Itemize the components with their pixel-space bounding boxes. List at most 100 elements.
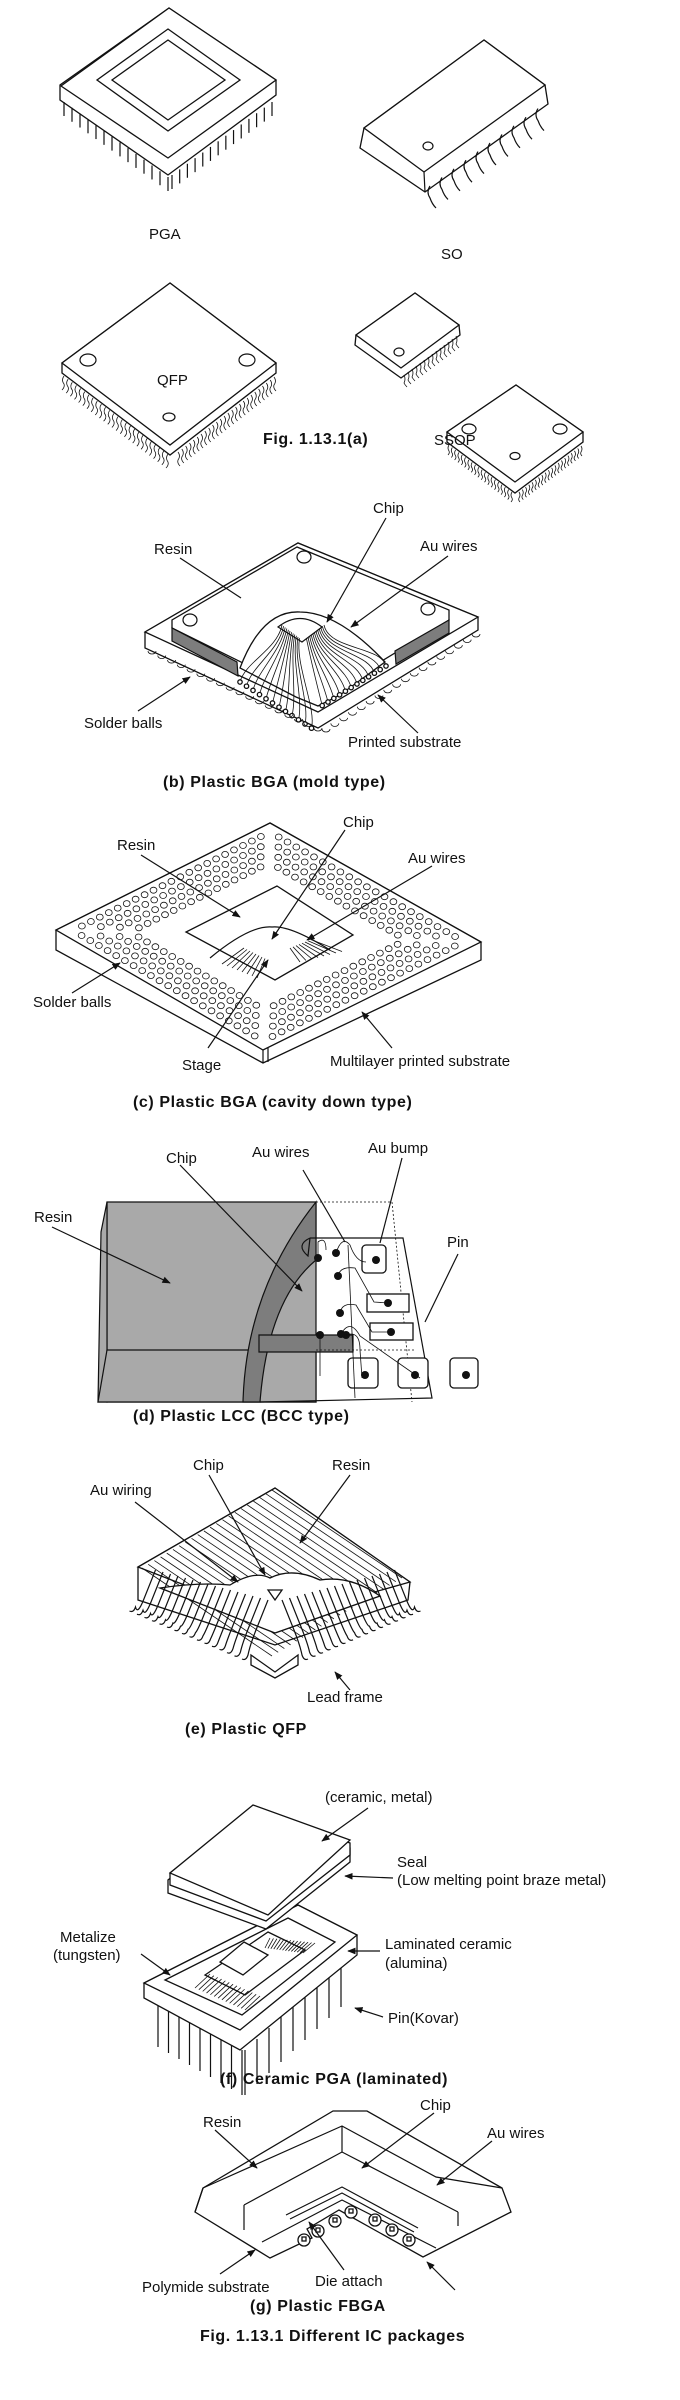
solder-ball	[78, 922, 86, 930]
solder-ball	[287, 993, 296, 1001]
solder-ball	[173, 987, 181, 995]
solder-ball	[113, 904, 122, 912]
sso-lead	[427, 356, 432, 370]
solder-ball	[121, 957, 129, 964]
au-wire	[323, 624, 387, 667]
solder-ball	[149, 886, 158, 894]
solder-ball	[323, 985, 331, 993]
au-wire	[318, 628, 369, 677]
au-wire	[291, 634, 296, 716]
solder-ball	[218, 992, 226, 1000]
au-wire	[295, 945, 313, 960]
ssop-lead	[570, 453, 573, 464]
solder-ball	[134, 933, 143, 941]
wire-pad	[371, 670, 378, 677]
label-g-polymide: Polymide substrate	[142, 2279, 270, 2296]
solder-ball	[274, 853, 283, 861]
ssop-lead	[567, 455, 570, 466]
au-wire	[292, 946, 307, 961]
fbga-drawing	[194, 2110, 512, 2259]
solder-ball	[327, 863, 336, 871]
solder-ball	[212, 875, 221, 883]
solder-ball	[422, 946, 431, 954]
solder-ball	[278, 997, 287, 1005]
solder-ball	[230, 876, 239, 884]
solder-ball	[168, 887, 176, 895]
ssop-lead	[544, 472, 547, 483]
solder-ball	[305, 1014, 313, 1022]
solder-ball	[227, 987, 235, 994]
wire-pad	[359, 677, 366, 684]
solder-ball	[202, 972, 210, 980]
solder-ball	[317, 878, 326, 886]
solder-ball	[143, 938, 151, 946]
ssop-lead	[518, 491, 521, 503]
solder-ball	[123, 909, 132, 917]
solder-ball	[278, 1008, 287, 1015]
au-wire	[322, 626, 381, 670]
qfp-package-drawing	[60, 282, 278, 469]
solder-ball	[141, 947, 150, 955]
lead-frame-lead	[136, 1571, 164, 1616]
solder-ball	[277, 1028, 286, 1036]
lead-frame-lead	[226, 1595, 254, 1654]
solder-ball	[343, 893, 352, 900]
so-lead	[487, 142, 497, 166]
au-wire	[314, 632, 352, 688]
qfp-lead	[144, 438, 148, 453]
solder-ball	[210, 977, 219, 985]
so-lead	[511, 125, 521, 149]
lead-frame-lead	[326, 1587, 354, 1641]
solder-ball	[185, 868, 194, 876]
label-c-solder-balls: Solder balls	[33, 994, 112, 1011]
wire-pad	[348, 684, 355, 691]
au-wire	[298, 638, 313, 729]
solder-ball	[97, 923, 105, 930]
solder-ball	[415, 913, 424, 920]
solder-ball	[409, 673, 419, 677]
solder-ball	[96, 913, 104, 921]
qfp-lead	[265, 382, 269, 398]
solder-ball	[257, 833, 265, 840]
lead-frame-lead	[333, 1585, 361, 1638]
solder-ball	[230, 846, 238, 854]
lead-frame-lead	[378, 1573, 406, 1619]
so-lead	[523, 116, 533, 140]
solder-ball	[160, 948, 168, 955]
solder-ball	[305, 1004, 313, 1012]
so-lead	[439, 177, 449, 200]
so-lead	[463, 159, 473, 183]
solder-ball	[323, 995, 332, 1003]
wire-pad	[282, 708, 289, 715]
ssop-lead	[528, 484, 531, 496]
solder-ball	[142, 910, 151, 918]
solder-ball	[147, 972, 155, 979]
wire-pad	[250, 687, 256, 694]
resin-hatch	[253, 1500, 384, 1590]
label-c-chip: Chip	[343, 814, 374, 831]
lead-frame-lead	[219, 1593, 247, 1651]
solder-ball	[335, 878, 344, 886]
solder-ball	[296, 1009, 304, 1017]
ssop-lead	[550, 467, 554, 479]
label-f-lid: (ceramic, metal)	[325, 1789, 433, 1806]
solder-ball	[453, 645, 463, 649]
ssop-lead	[507, 489, 510, 500]
solder-ball	[244, 997, 252, 1004]
qfp-lead	[74, 385, 78, 400]
qfp-lead	[115, 416, 119, 431]
label-c-au-wires: Au wires	[408, 850, 466, 867]
solder-ball	[296, 989, 305, 996]
lead-frame-lead	[144, 1573, 172, 1619]
metalize-finger	[206, 1978, 222, 1994]
caption-fig-f: (f) Ceramic PGA (laminated)	[220, 2071, 449, 2088]
so-lead	[499, 134, 509, 157]
solder-ball	[330, 723, 340, 727]
ssop-lead	[524, 486, 527, 498]
ssop-lead	[531, 482, 534, 493]
ssop-lead	[450, 447, 454, 458]
solder-ball	[250, 1032, 259, 1040]
solder-ball	[339, 717, 349, 722]
solder-ball	[151, 943, 160, 951]
ssop-lead	[487, 474, 490, 485]
